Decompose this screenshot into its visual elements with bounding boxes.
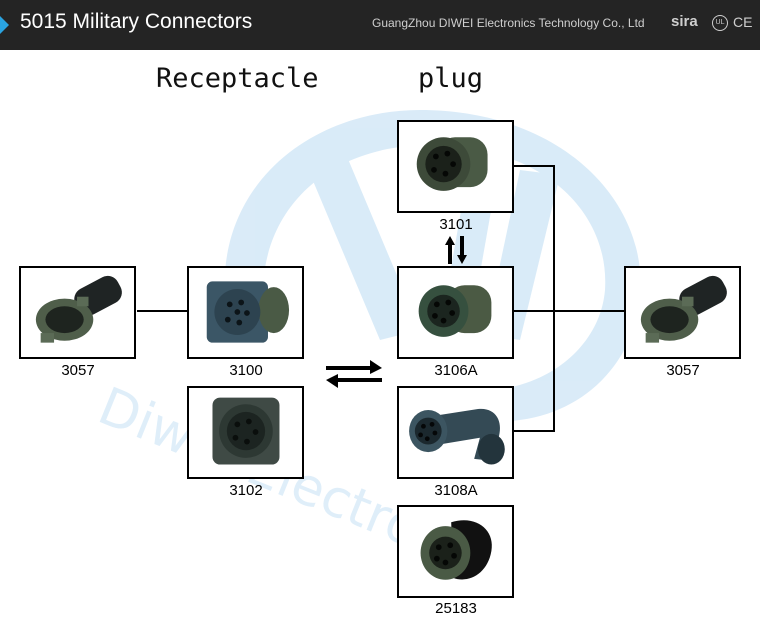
plug-3101-image (416, 137, 488, 191)
part-3057-left-label: 3057 (61, 362, 95, 379)
exchange-arrows-icon (326, 360, 382, 388)
part-3057-right-image (624, 266, 741, 359)
part-3108a-label: 3108A (434, 482, 478, 499)
ce-cert-icon: CE (733, 14, 753, 30)
title-bullet-icon (0, 16, 9, 34)
part-3106a-image (397, 266, 514, 359)
receptacle-3102-image (212, 397, 280, 465)
part-3100-label: 3100 (229, 362, 263, 379)
part-3108a-image (397, 386, 514, 479)
up-down-arrows-icon (445, 236, 467, 264)
ul-cert-icon: UL (712, 15, 728, 31)
sira-cert-logo: sira (671, 13, 698, 30)
page-title: 5015 Military Connectors (20, 10, 253, 33)
part-3106a-label: 3106A (434, 362, 478, 379)
bracket-vertical (553, 165, 555, 432)
part-3102-image (187, 386, 304, 479)
company-name: GuangZhou DIWEI Electronics Technology C… (372, 16, 645, 30)
link-3108a-bracket (514, 430, 555, 432)
part-25183-label: 25183 (435, 600, 477, 617)
link-3106a-bracket (514, 310, 555, 312)
backshell-clamp-image (640, 275, 727, 343)
link-bracket-3057 (553, 310, 625, 312)
receptacle-heading: Receptacle (156, 63, 319, 94)
part-3102-label: 3102 (229, 482, 263, 499)
header-bar: 5015 Military Connectors GuangZhou DIWEI… (0, 0, 760, 50)
plug-heading: plug (418, 63, 484, 94)
plug-3106a-image (418, 285, 492, 337)
part-25183-image (397, 505, 514, 598)
receptacle-3100-image (206, 281, 290, 343)
plug-3108a-image (409, 408, 505, 465)
link-3101-bracket (514, 165, 555, 167)
part-3057-left-image (19, 266, 136, 359)
plug-25183-image (420, 520, 492, 580)
part-3101-label: 3101 (439, 216, 473, 233)
link-3057-3100 (137, 310, 187, 312)
part-3100-image (187, 266, 304, 359)
part-3057-right-label: 3057 (666, 362, 700, 379)
backshell-clamp-image (35, 275, 122, 343)
part-3101-image (397, 120, 514, 213)
